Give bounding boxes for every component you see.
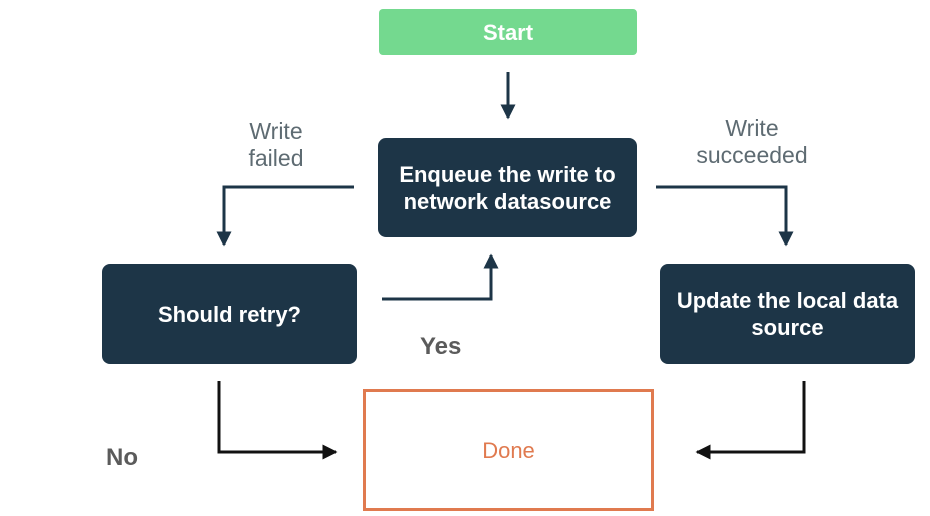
update-local-data-node: Update the local data source [660,264,915,364]
write-succeeded-label: Write succeeded [682,115,822,169]
write-failed-line1: Write [249,118,303,144]
start-label: Start [482,19,534,45]
done-label: Done [482,437,535,463]
connector-retry-no [217,381,338,460]
update-local-data-label: Update the local data source [676,288,899,340]
enqueue-write-label: Enqueue the write to network datasource [399,161,616,214]
start-node: Start [379,9,637,55]
connector-update-to-done [695,381,806,460]
write-failed-label: Write failed [226,118,326,172]
connector-write-succeeded [656,185,794,247]
connector-write-failed [216,185,354,247]
done-node: Done [363,389,654,511]
connector-retry-yes [382,253,499,301]
write-failed-line2: failed [248,145,304,171]
no-label: No [106,444,138,471]
should-retry-node: Should retry? [102,264,357,364]
write-succeeded-line2: succeeded [696,142,808,168]
enqueue-write-node: Enqueue the write to network datasource [378,138,637,237]
write-succeeded-line1: Write [725,115,779,141]
yes-label: Yes [420,333,462,360]
should-retry-label: Should retry? [157,301,301,327]
